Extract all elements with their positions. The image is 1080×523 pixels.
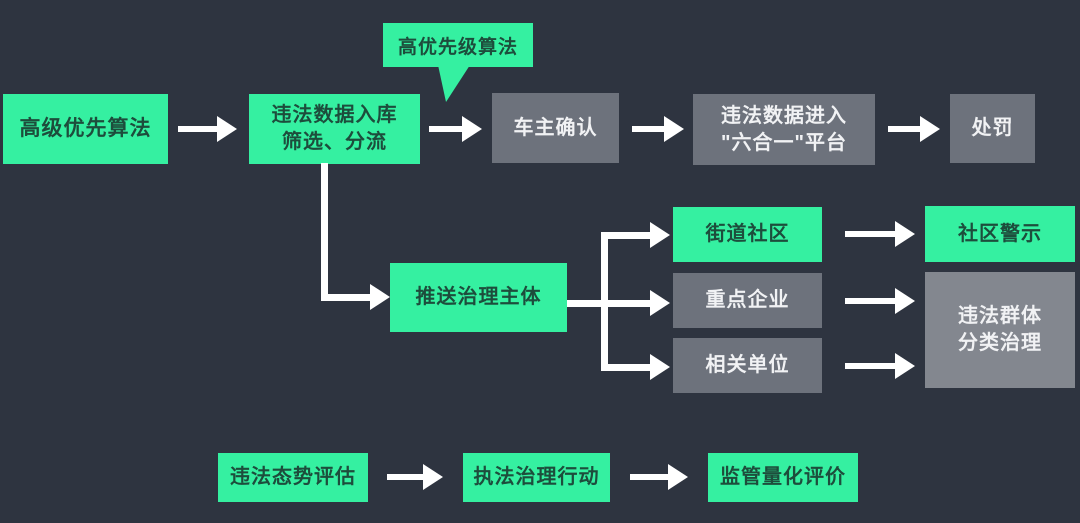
node-illegal-data-intake: 违法数据入库 筛选、分流	[249, 94, 420, 164]
arrow-head-icon	[462, 116, 482, 142]
connector-intake-right-line	[321, 294, 370, 301]
arrow-stem	[888, 126, 922, 132]
arrow-head-icon	[895, 288, 915, 314]
callout-tail	[438, 65, 470, 102]
connector-intake-down-line	[321, 163, 328, 301]
node-situation-assessment: 违法态势评估	[218, 453, 368, 502]
arrow-head-icon	[423, 464, 443, 490]
node-label-line1: 违法数据入库	[271, 104, 398, 126]
arrow-stem	[845, 298, 897, 304]
arrow-head-icon	[650, 222, 670, 248]
node-label-line1: 违法数据进入	[721, 104, 847, 127]
arrow-owner-to-platform	[632, 116, 684, 142]
arrow-head-icon	[664, 116, 684, 142]
arrow-enterprises-to-group	[845, 288, 915, 314]
callout-high-priority-algorithm: 高优先级算法	[383, 23, 533, 67]
arrow-head-icon	[895, 221, 915, 247]
node-label: 处罚	[971, 117, 1014, 139]
arrow-platform-to-punishment	[888, 116, 940, 142]
arrow-stem	[630, 474, 670, 480]
node-label: 社区警示	[958, 222, 1042, 245]
connector-branch-trunk	[601, 232, 608, 371]
node-supervision-evaluation: 监管量化评价	[708, 453, 858, 502]
arrow-head-icon	[895, 353, 915, 379]
connector-branch-bottom	[601, 364, 650, 371]
arrow-head-icon	[650, 290, 670, 316]
connector-governance-stem	[567, 300, 650, 307]
connector-branch-top	[601, 232, 650, 239]
node-label: 重点企业	[705, 289, 790, 311]
node-six-in-one-platform: 违法数据进入 "六合一"平台	[693, 94, 875, 165]
node-label: 推送治理主体	[415, 286, 542, 308]
node-label-line1: 违法群体	[958, 305, 1042, 327]
node-label: 监管量化评价	[720, 466, 846, 488]
node-key-enterprises: 重点企业	[673, 273, 822, 328]
arrow-street-to-warning	[845, 221, 915, 247]
node-advanced-priority-algorithm: 高级优先算法	[3, 94, 168, 164]
arrow-head-icon	[650, 354, 670, 380]
arrow-stem	[387, 474, 425, 480]
arrow-stem	[845, 363, 897, 369]
arrow-stem	[632, 126, 666, 132]
node-label-line2: "六合一"平台	[721, 131, 847, 154]
arrow-assessment-to-action	[387, 464, 443, 490]
node-enforcement-action: 执法治理行动	[463, 453, 610, 502]
node-label: 执法治理行动	[473, 466, 600, 488]
node-label: 高级优先算法	[19, 116, 152, 140]
node-related-units: 相关单位	[673, 338, 822, 393]
node-label-line2: 筛选、分流	[282, 131, 387, 153]
arrow-advanced-to-intake	[178, 116, 237, 142]
arrow-action-to-evaluation	[630, 464, 688, 490]
arrow-head-icon	[217, 116, 237, 142]
node-label: 车主确认	[513, 116, 598, 139]
node-label: 违法态势评估	[230, 466, 356, 488]
arrow-intake-to-owner	[429, 116, 482, 142]
arrow-head-icon	[370, 284, 390, 310]
arrow-head-icon	[668, 464, 688, 490]
arrow-units-to-group	[845, 353, 915, 379]
node-street-community: 街道社区	[673, 207, 822, 262]
node-label: 相关单位	[705, 354, 790, 376]
node-label: 街道社区	[705, 223, 790, 245]
arrow-stem	[178, 126, 219, 132]
arrow-head-icon	[920, 116, 940, 142]
node-group-classified-governance: 违法群体 分类治理	[925, 272, 1075, 388]
arrow-stem	[429, 126, 464, 132]
node-punishment: 处罚	[950, 94, 1035, 163]
arrow-stem	[845, 231, 897, 237]
node-push-governance-bodies: 推送治理主体	[390, 263, 567, 332]
node-label-line2: 分类治理	[958, 332, 1042, 354]
node-community-warning: 社区警示	[925, 206, 1075, 262]
callout-label: 高优先级算法	[397, 36, 518, 58]
node-owner-confirmation: 车主确认	[492, 93, 619, 163]
